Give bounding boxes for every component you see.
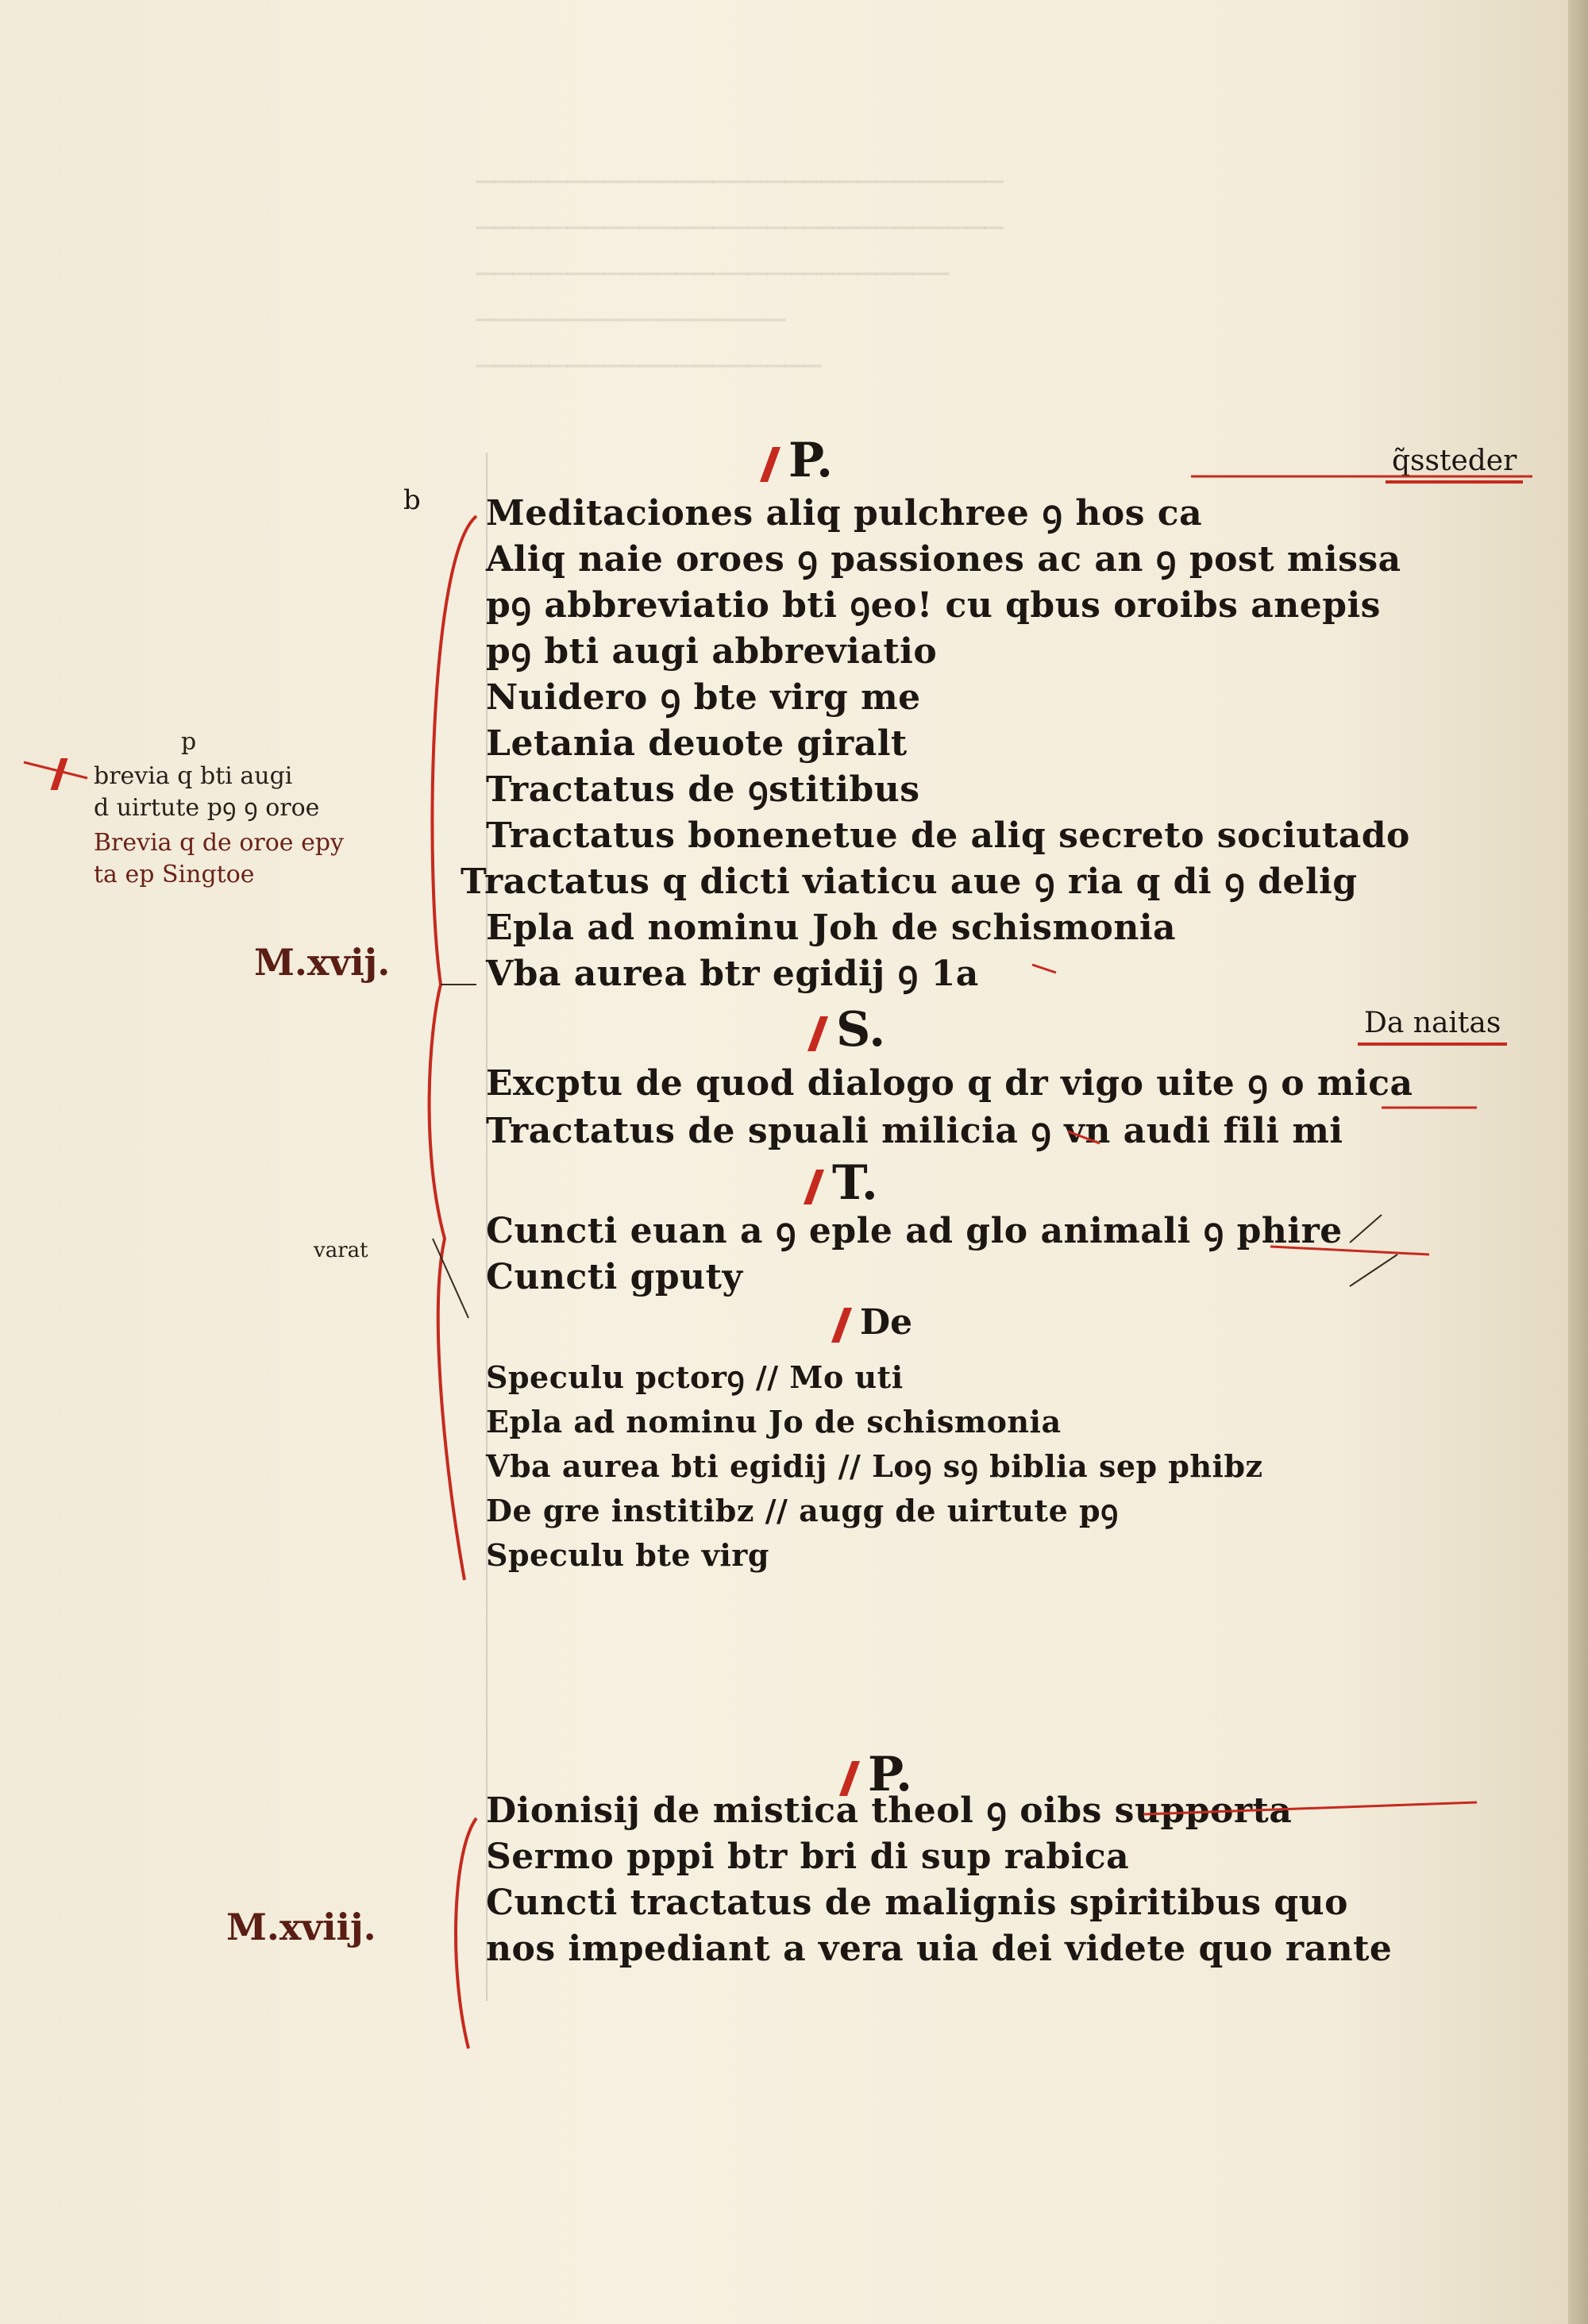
list-item: De gre institibz // augg de uirtute pꝯ [486, 1493, 1119, 1528]
show-through-text: ───────────────────────────── ──────────… [476, 164, 1004, 383]
list-item: Excptu de quod dialogo q dr vigo uite ꝯ … [486, 1063, 1413, 1104]
rubric-de: De [831, 1302, 912, 1343]
list-item: Speculu pctorꝯ // Mo uti [486, 1359, 904, 1395]
list-item: Nuidero ꝯ bte virg me [486, 677, 921, 718]
list-item: Aliq naie oroes ꝯ passiones ac an ꝯ post… [486, 539, 1401, 580]
list-item: Dionisij de mistica theol ꝯ oibs support… [486, 1790, 1293, 1831]
list-item: Vba aurea bti egidij // Loꝯ sꝯ biblia se… [486, 1448, 1263, 1484]
list-item: Tractatus bonenetue de aliq secreto soci… [486, 815, 1410, 856]
rubric-t: T. [803, 1155, 878, 1211]
ruling-line [486, 453, 488, 2001]
margin-vara: varat [314, 1239, 368, 1262]
list-item: pꝯ abbreviatio bti ꝯeo! cu qbus oroibs a… [486, 585, 1381, 626]
list-item: Tractatus de spuali milicia ꝯ vn audi fi… [486, 1111, 1343, 1151]
rubric-s: S. [807, 1002, 885, 1058]
list-item: Sermo pppi btr bri di sup rabica [486, 1836, 1130, 1877]
list-item: Cuncti euan a ꝯ eple ad glo animali ꝯ ph… [486, 1211, 1343, 1251]
list-item: Vba aurea btr egidij ꝯ 1a [486, 954, 979, 994]
list-item: Tractatus de ꝯstitibus [486, 769, 920, 810]
list-item: Letania deuote giralt [486, 723, 908, 764]
red-bracket-icon [454, 1817, 478, 2049]
list-item: pꝯ bti augi abbreviatio [486, 631, 938, 672]
list-item: Tractatus q dicti viaticu aue ꝯ ria q di… [461, 861, 1358, 902]
rubric-p-first: P. [759, 433, 833, 488]
shelfmark-1: M.xvij. [254, 941, 391, 984]
margin-note-line: d uirtute pꝯ ꝯ oroe [94, 794, 320, 822]
page-label-b: b [403, 484, 421, 516]
list-item: Cuncti tractatus de malignis spiritibus … [486, 1883, 1348, 1923]
list-item: Speculu bte virg [486, 1537, 769, 1573]
list-item: Epla ad nominu Jo de schismonia [486, 1404, 1062, 1439]
list-item: Meditaciones aliq pulchree ꝯ hos ca [486, 493, 1203, 534]
margin-note-line: brevia q bti augi [94, 762, 293, 790]
binding-gutter [1568, 0, 1588, 2324]
right-note-s: Da naitas [1358, 1007, 1508, 1046]
rubric-p-second: P. [838, 1747, 912, 1802]
top-right-note: q̃ssteder [1386, 445, 1524, 484]
shelfmark-2: M.xviij. [226, 1906, 376, 1948]
red-bracket-icon [427, 515, 478, 1581]
list-item: Epla ad nominu Joh de schismonia [486, 908, 1177, 948]
list-item: Cuncti gputy [486, 1257, 743, 1297]
margin-note-line: ta ep Singtoe [94, 861, 255, 888]
margin-p: p [181, 728, 197, 756]
margin-note-line: Brevia q de oroe epy [94, 829, 344, 857]
list-item: nos impediant a vera uia dei videte quo … [486, 1929, 1393, 1969]
